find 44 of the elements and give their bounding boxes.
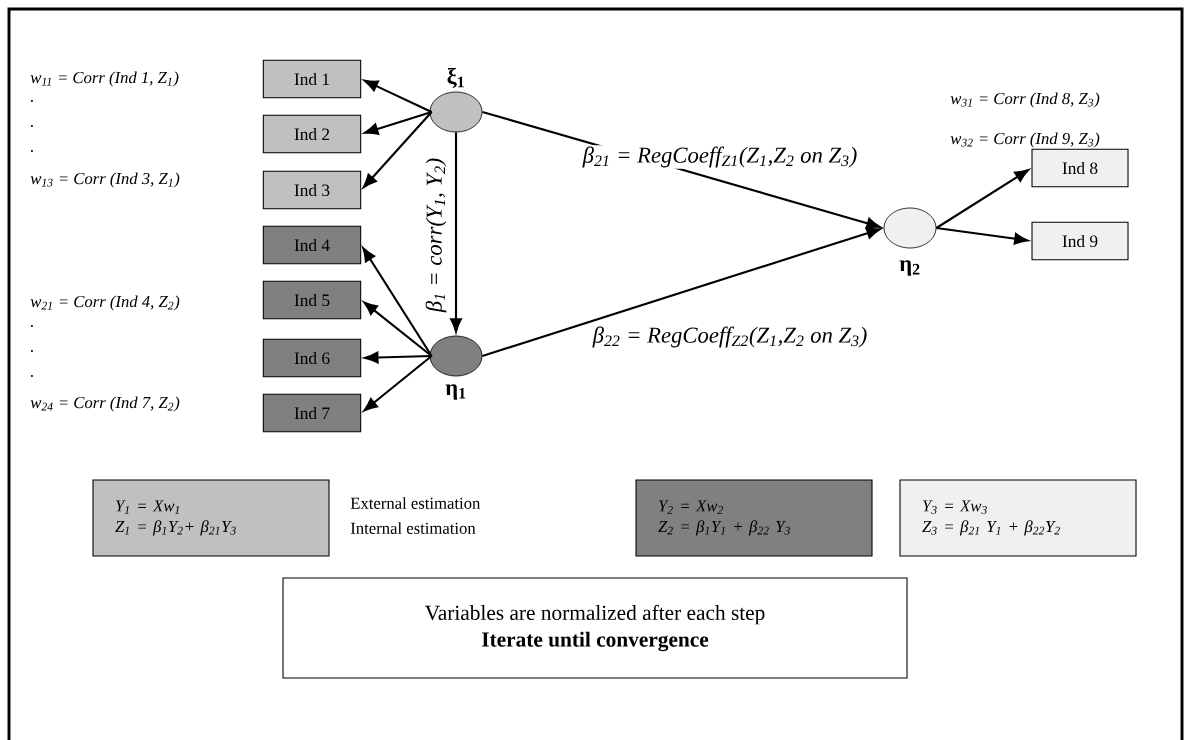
edge-label: β$_{22}$ = RegCoeff$_{Z2}$(Z$_{1}$,Z$_{2}$ on Z$_{3}$) (591, 325, 869, 349)
weight-formula: w$_{21}$ = Corr (Ind 4, Z$_{2}$) (30, 295, 180, 311)
arrow (364, 351, 432, 364)
weight-formula: . (30, 150, 33, 152)
indicator-box: Ind 2 (262, 114, 362, 154)
note-box: Variables are normalized after each step Iterate until convergence (282, 577, 908, 679)
weight-formula: . (30, 100, 33, 102)
weight-formula: . (30, 125, 33, 127)
weight-formula: w$_{13}$ = Corr (Ind 3, Z$_{1}$) (30, 172, 180, 188)
weight-formula: . (30, 375, 33, 377)
indicator-box: Ind 7 (262, 393, 362, 433)
edge-label: β$_{21}$ = RegCoeff$_{Z1}$(Z$_{1}$,Z$_{2}$ on Z$_{3}$) (581, 145, 859, 169)
arrow (364, 111, 432, 135)
weight-formula: w$_{32}$ = Corr (Ind 9, Z$_{3}$) (950, 132, 1100, 148)
node-label: ξ$_{1}$ (447, 67, 464, 89)
weight-formula: w$_{24}$ = Corr (Ind 7, Z$_{2}$) (30, 396, 180, 412)
arrow (450, 132, 462, 333)
arrow (362, 247, 433, 357)
indicator-box: Ind 8 (1031, 148, 1129, 188)
step-label: Internal estimation (350, 522, 476, 534)
indicator-box: Ind 3 (262, 170, 362, 210)
indicator-box: Ind 9 (1031, 221, 1129, 261)
arrow (363, 301, 433, 357)
weight-formula: . (30, 350, 33, 352)
indicator-box: Ind 6 (262, 338, 362, 378)
indicator-box: Ind 1 (262, 59, 362, 99)
arrow (936, 226, 1029, 245)
arrow (364, 79, 433, 113)
edge-label: β$_{1}$ = corr(Y$_{1}$, Y$_{2}$) (424, 156, 448, 314)
indicator-box: Ind 4 (262, 225, 362, 265)
equation-box: Y$_{3}$ = Xw$_{3}$ Z$_{3}$ = β$_{21}$ Y$_{1}$ + β$_{22}$Y$_{2}$ (899, 479, 1137, 557)
weight-formula: w$_{11}$ = Corr (Ind 1, Z$_{1}$) (30, 71, 179, 87)
arrow (935, 169, 1029, 229)
node-label: η$_{1}$ (445, 384, 466, 400)
indicator-box: Ind 5 (262, 280, 362, 320)
step-label: External estimation (350, 497, 481, 509)
weight-formula: w$_{31}$ = Corr (Ind 8, Z$_{3}$) (950, 92, 1100, 108)
arrow (363, 111, 433, 188)
arrow (482, 227, 881, 357)
node-label: η$_{2}$ (899, 260, 920, 276)
equation-box: Y$_{1}$ = Xw$_{1}$ Z$_{1}$ = β$_{1}$Y$_{2}$+ β$_{21}$Y$_{3}$ (92, 479, 330, 557)
weight-formula: . (30, 325, 33, 327)
arrow (363, 355, 433, 412)
equation-box: Y$_{2}$ = Xw$_{2}$ Z$_{2}$ = β$_{1}$Y$_{1}$ + β$_{22}$ Y$_{3}$ (635, 479, 873, 557)
